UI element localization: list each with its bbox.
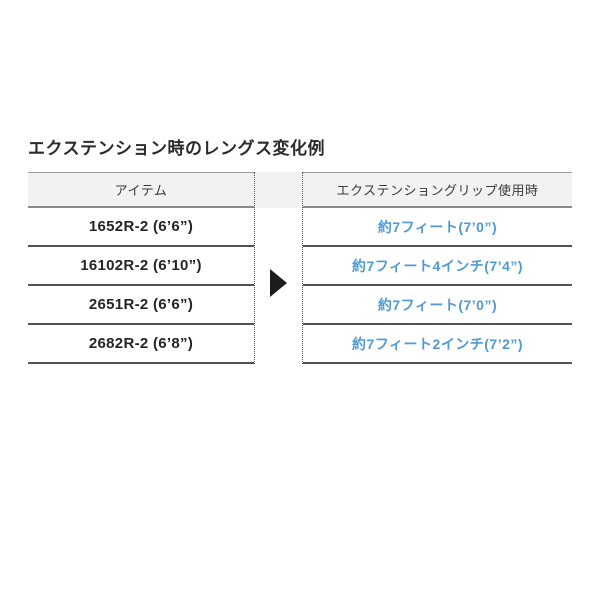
grip-column-header: エクステンショングリップ使用時 <box>303 172 572 208</box>
grip-length-cell: 約7フィート4インチ(7’4”) <box>351 257 524 274</box>
right-arrow-icon <box>270 269 287 297</box>
item-cell: 2651R-2 (6’6”) <box>88 296 194 313</box>
item-column-header: アイテム <box>28 172 254 208</box>
grip-length-column: エクステンショングリップ使用時 約7フィート(7’0”) 約7フィート4インチ(… <box>303 172 572 364</box>
table-row: 2651R-2 (6’6”) <box>28 286 254 325</box>
item-column: アイテム 1652R-2 (6’6”) 16102R-2 (6’10”) 265… <box>28 172 254 364</box>
item-cell: 16102R-2 (6’10”) <box>80 257 202 274</box>
page-title: エクステンション時のレングス変化例 <box>28 139 325 158</box>
grip-length-cell: 約7フィート(7’0”) <box>377 296 498 313</box>
item-cell: 2682R-2 (6’8”) <box>88 335 194 352</box>
length-change-table: アイテム 1652R-2 (6’6”) 16102R-2 (6’10”) 265… <box>28 172 572 364</box>
table-row: 約7フィート(7’0”) <box>303 208 572 247</box>
table-row: 約7フィート2インチ(7’2”) <box>303 325 572 364</box>
grip-length-cell: 約7フィート2インチ(7’2”) <box>351 335 524 352</box>
table-row: 16102R-2 (6’10”) <box>28 247 254 286</box>
grip-length-cell: 約7フィート(7’0”) <box>377 218 498 235</box>
table-row: 1652R-2 (6’6”) <box>28 208 254 247</box>
item-cell: 1652R-2 (6’6”) <box>88 218 194 235</box>
gap-header-background <box>255 172 302 208</box>
table-row: 約7フィート(7’0”) <box>303 286 572 325</box>
table-row: 2682R-2 (6’8”) <box>28 325 254 364</box>
transition-gap-column <box>254 172 303 364</box>
table-row: 約7フィート4インチ(7’4”) <box>303 247 572 286</box>
